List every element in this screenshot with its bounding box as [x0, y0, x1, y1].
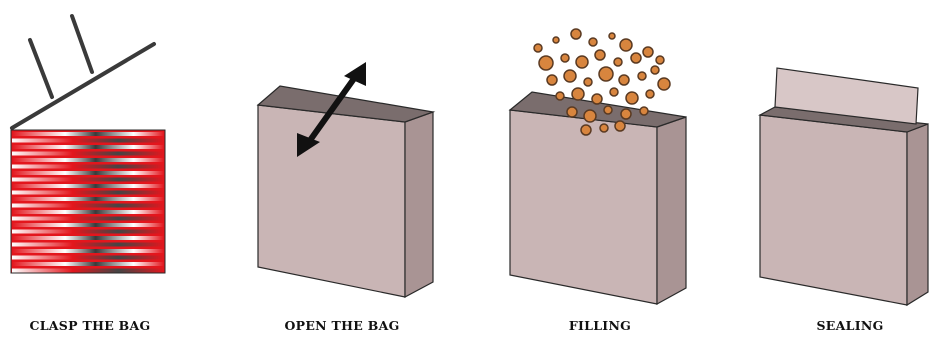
- box-side-face: [656, 116, 687, 306]
- double-arrow-icon: [297, 62, 366, 157]
- box-top-strip: [758, 106, 929, 133]
- box-front-face: [257, 104, 406, 298]
- box-top-opening: [508, 91, 687, 128]
- box-side-face: [404, 111, 434, 299]
- box-front-face: [509, 109, 658, 305]
- gripper-clamp-icon: [10, 14, 156, 130]
- caption-sealing: SEALING: [816, 318, 884, 333]
- box-side-face: [906, 123, 929, 307]
- step-open-illustration: [256, 62, 436, 299]
- box-front-face: [759, 114, 908, 306]
- step-clasp-illustration: [10, 14, 166, 274]
- caption-open: OPEN THE BAG: [284, 318, 400, 333]
- step-filling-illustration: [508, 28, 687, 306]
- caption-filling: FILLING: [568, 318, 632, 333]
- box-top-opening: [256, 85, 436, 123]
- sealed-flap-icon: [774, 67, 919, 125]
- step-sealing-illustration: [758, 67, 929, 307]
- caption-clasp: CLASP THE BAG: [29, 318, 151, 333]
- granules-icon: [533, 28, 671, 136]
- striped-bag-stack: [10, 129, 166, 274]
